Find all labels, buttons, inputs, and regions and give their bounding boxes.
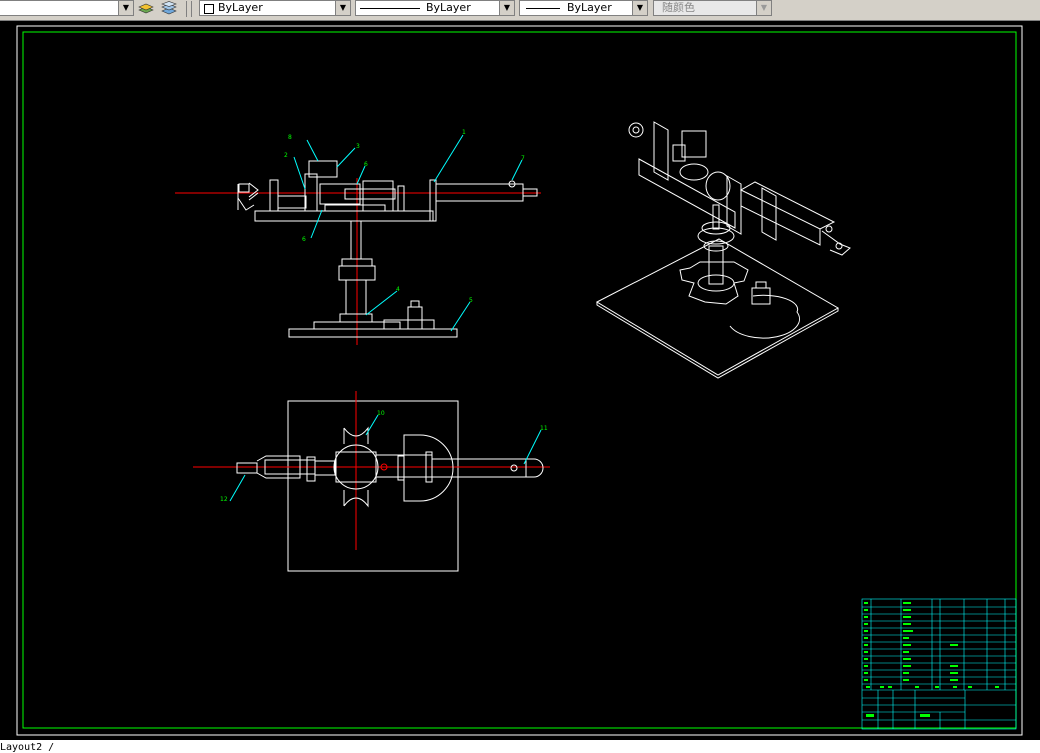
tab-divider: / [42,742,55,753]
leader-line [365,290,398,316]
balloon-label: 3 [356,143,360,150]
balloon-label: 2 [284,152,288,159]
toolbar-separator [186,1,187,17]
linetype-combo[interactable]: ByLayer ▼ [355,0,515,16]
leader-line [310,209,323,239]
balloon-label: 11 [540,425,548,432]
balloon-label: 5 [469,297,473,304]
balloon-label: 6 [364,161,368,168]
balloon-label: 12 [220,496,228,503]
leader-line [365,414,379,436]
balloon-label: 6 [302,236,306,243]
chevron-down-icon[interactable]: ▼ [335,1,350,15]
toolbar-separator [191,1,192,17]
leader-line [336,147,356,168]
properties-toolbar: ▼ ByLayer ▼ ByLayer ▼ ByLayer ▼ 随颜色 ▼ [0,0,1040,21]
balloon-label: 10 [377,410,385,417]
layer-states-icon[interactable] [137,1,155,16]
title-block-fill [864,602,999,717]
chevron-down-icon[interactable]: ▼ [499,1,514,15]
leader-line [433,134,464,183]
leader-line [523,429,542,465]
lineweight-sample [526,8,560,9]
layer-combo[interactable]: ▼ [0,0,134,16]
linetype-combo-value: ByLayer [426,1,471,14]
linetype-sample [360,8,420,9]
title-block [861,598,1017,730]
leader-line [293,156,306,190]
layout-tab-layout2[interactable]: Layout2 / [0,742,54,753]
isometric-view [595,121,851,379]
lineweight-combo[interactable]: ByLayer ▼ [519,0,648,16]
layout-tab-label: Layout2 [0,742,43,753]
chevron-down-icon: ▼ [756,1,771,15]
side-view-callouts: 8 2 3 6 1 7 5 4 6 [284,129,525,332]
leader-line [356,165,366,185]
viewport-frame[interactable] [22,31,1017,729]
paper-border [16,25,1023,736]
layout-tab-bar [0,740,1040,753]
top-view [193,391,550,572]
color-swatch [204,4,214,14]
top-view-callouts: 10 11 12 [220,410,548,503]
leader-line [511,159,523,181]
plotstyle-combo: 随颜色 ▼ [653,0,772,16]
leader-line [306,139,319,162]
balloon-label: 8 [288,134,292,141]
balloon-label: 4 [396,286,400,293]
chevron-down-icon[interactable]: ▼ [118,1,133,15]
balloon-label: 7 [521,155,525,162]
side-view [175,160,541,345]
layer-previous-icon[interactable] [160,1,178,16]
leader-line [450,301,471,332]
lineweight-combo-value: ByLayer [567,1,612,14]
color-combo[interactable]: ByLayer ▼ [199,0,351,16]
color-combo-value: ByLayer [218,1,263,14]
drawing-canvas[interactable]: 8 2 3 6 1 7 5 4 6 [0,21,1040,740]
plotstyle-combo-value: 随颜色 [662,1,695,14]
leader-line [229,474,246,502]
chevron-down-icon[interactable]: ▼ [632,1,647,15]
balloon-label: 1 [462,129,466,136]
